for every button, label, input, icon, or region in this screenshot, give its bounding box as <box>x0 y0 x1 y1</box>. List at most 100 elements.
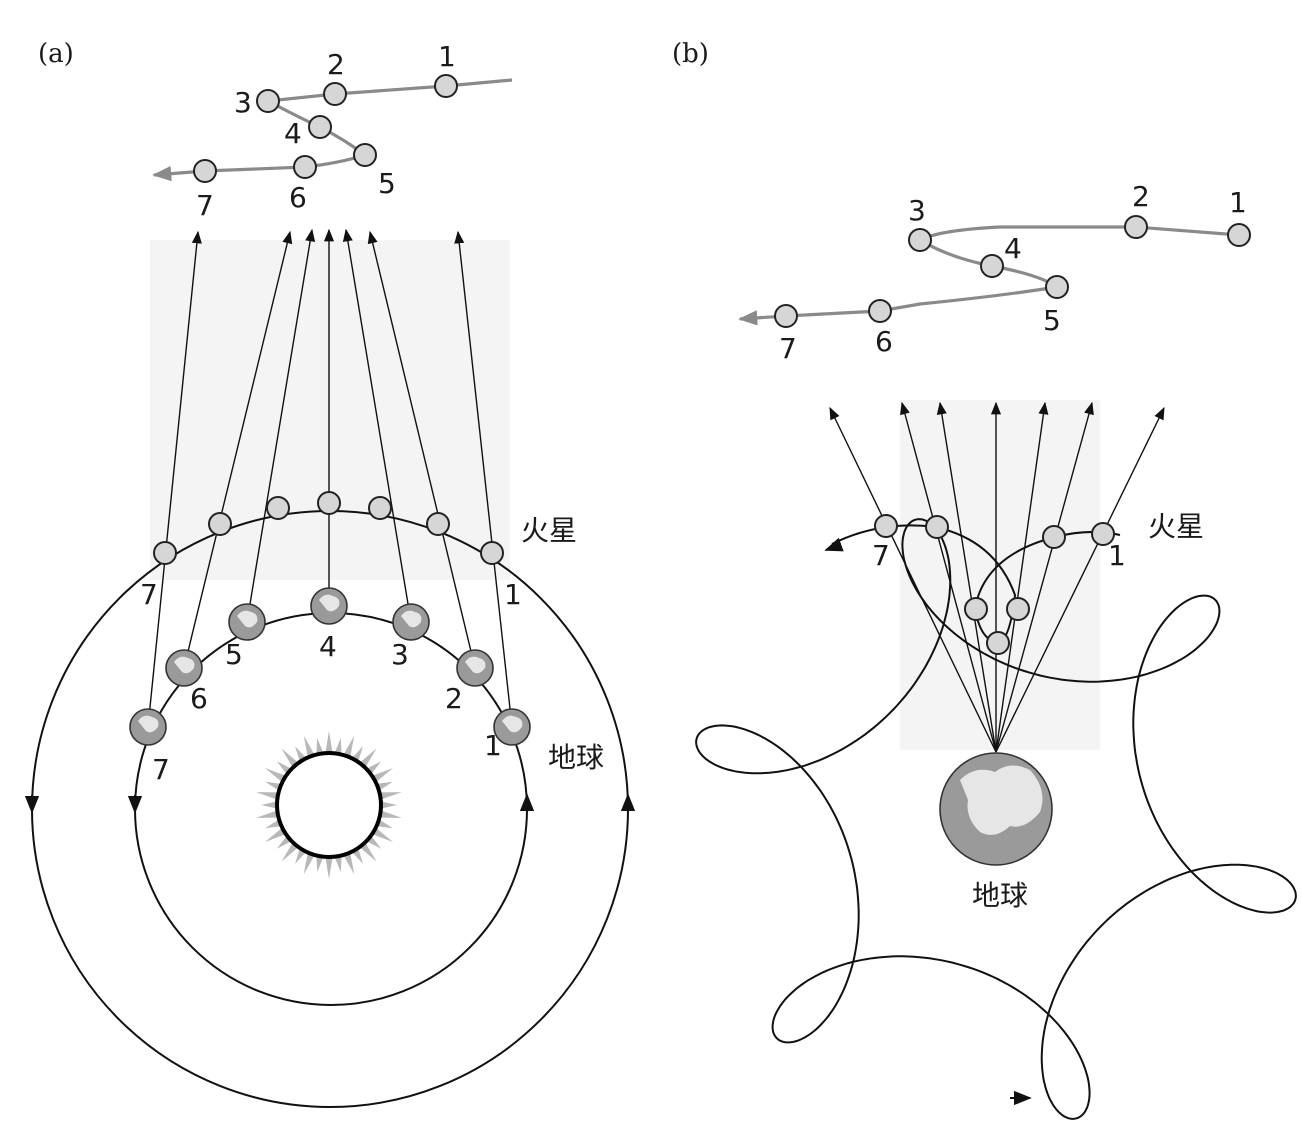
earth-number-5: 5 <box>225 638 243 671</box>
mars-position-5 <box>266 496 290 520</box>
track-number-6: 6 <box>289 181 307 214</box>
sun-ray <box>265 819 282 829</box>
mars-position-2 <box>426 512 450 536</box>
track-position-5 <box>353 143 377 167</box>
panel-b-track-number-4: 4 <box>1004 232 1022 265</box>
sight-line-2 <box>367 230 476 669</box>
sun-ray <box>372 827 394 842</box>
earth-number-7: 7 <box>152 753 170 786</box>
sun-ray <box>256 792 279 800</box>
panel-a-earth-positions: 123 4 56 7 <box>129 587 531 786</box>
mars-position-1 <box>480 541 504 565</box>
sight-line-3 <box>342 228 412 623</box>
track-number-3: 3 <box>234 86 252 119</box>
earth-icon: 2 <box>445 649 494 715</box>
earth-icon: 3 <box>391 603 430 671</box>
sun-ray <box>265 781 282 791</box>
panel-b-track-position-5 <box>1045 275 1069 299</box>
panel-a-mars-number-1: 1 <box>504 578 522 611</box>
sun-ray <box>359 748 377 768</box>
sun-ray <box>316 738 324 755</box>
panel-b-mars-position-2 <box>1042 525 1066 549</box>
earth-icon: 5 <box>225 603 266 671</box>
panel-b-mars-number-1: 1 <box>1108 539 1126 572</box>
panel-b-track-position-4 <box>980 254 1004 278</box>
panel-b-track-number-1: 1 <box>1229 186 1247 219</box>
sun-ray <box>334 855 342 872</box>
mars-position-4 <box>317 491 341 515</box>
panel-b-track-number-3: 3 <box>908 194 926 227</box>
sun-ray <box>359 842 377 862</box>
track-position-3 <box>256 89 280 113</box>
panel-b-sight-line-2 <box>900 401 997 753</box>
panel-b-sight-line-6 <box>995 401 1094 753</box>
earth-land <box>237 610 258 628</box>
panel-b-earth-land <box>960 765 1043 835</box>
sun-ray <box>256 810 279 818</box>
panel-b-track-position-2 <box>1124 215 1148 239</box>
earth-icon: 7 <box>129 708 170 786</box>
track-position-6 <box>293 155 317 179</box>
earth-number-6: 6 <box>190 682 208 715</box>
sun-ray <box>303 735 315 758</box>
panel-b-sight-line-7 <box>995 406 1165 753</box>
panel-b-sight-line-1 <box>829 406 997 753</box>
panel-b-track-position-6 <box>868 299 892 323</box>
earth-land <box>319 594 340 612</box>
panel-b-loop-arrow-top <box>824 537 844 552</box>
sun-ray <box>264 827 286 842</box>
track-position-4 <box>308 115 332 139</box>
earth-icon: 1 <box>484 708 531 762</box>
earth-number-4: 4 <box>319 630 337 663</box>
earth-land <box>465 656 486 674</box>
earth-number-2: 2 <box>445 682 463 715</box>
panel-b-mars-position-4 <box>986 631 1010 655</box>
panel-b-track-number-7: 7 <box>779 332 797 365</box>
track-position-2 <box>323 82 347 106</box>
panel-a-tag: (a) <box>38 39 74 69</box>
mars-position-6 <box>208 512 232 536</box>
panel-b-track-position-3 <box>908 228 932 252</box>
sun-ray <box>303 852 315 875</box>
sun-ray <box>372 768 394 783</box>
sun-ray <box>325 856 333 879</box>
sun-ray <box>379 792 402 800</box>
panel-a-track-path <box>152 78 513 182</box>
panel-a-sight-lines <box>147 228 513 728</box>
panel-a-earth-label: 地球 <box>548 741 604 774</box>
sight-line-5 <box>246 228 316 623</box>
sight-line-7 <box>147 230 202 728</box>
panel-b-track-position-1 <box>1227 223 1251 247</box>
panel-a-mars-number-7: 7 <box>140 578 158 611</box>
earth-land <box>174 656 195 674</box>
panel-b-mars-number-7: 7 <box>872 539 890 572</box>
track-number-2: 2 <box>327 48 345 81</box>
panel-b-mars-position-5 <box>964 597 988 621</box>
panel-b-track-number-6: 6 <box>875 325 893 358</box>
panel-b-sight-lines <box>829 401 1165 753</box>
sun-ray <box>325 731 333 754</box>
track-number-7: 7 <box>196 189 214 222</box>
earth-land <box>138 715 159 733</box>
sun-ray <box>376 819 393 829</box>
sun-disc <box>275 751 383 859</box>
mars-position-7 <box>153 541 177 565</box>
panel-b-tag: (b) <box>672 39 709 69</box>
earth-icon: 6 <box>165 649 208 715</box>
panel-b-mars-position-1 <box>1091 522 1115 546</box>
track-number-4: 4 <box>284 117 302 150</box>
track-number-1: 1 <box>438 40 456 73</box>
sun-ray <box>264 768 286 783</box>
sun-ray <box>343 735 355 758</box>
earth-land <box>401 610 422 628</box>
panel-b-earth-label: 地球 <box>972 879 1028 912</box>
panel-b-mars-positions <box>824 514 1115 1106</box>
sight-line-1 <box>454 230 513 728</box>
earth-number-1: 1 <box>484 729 502 762</box>
sun-ray <box>343 852 355 875</box>
